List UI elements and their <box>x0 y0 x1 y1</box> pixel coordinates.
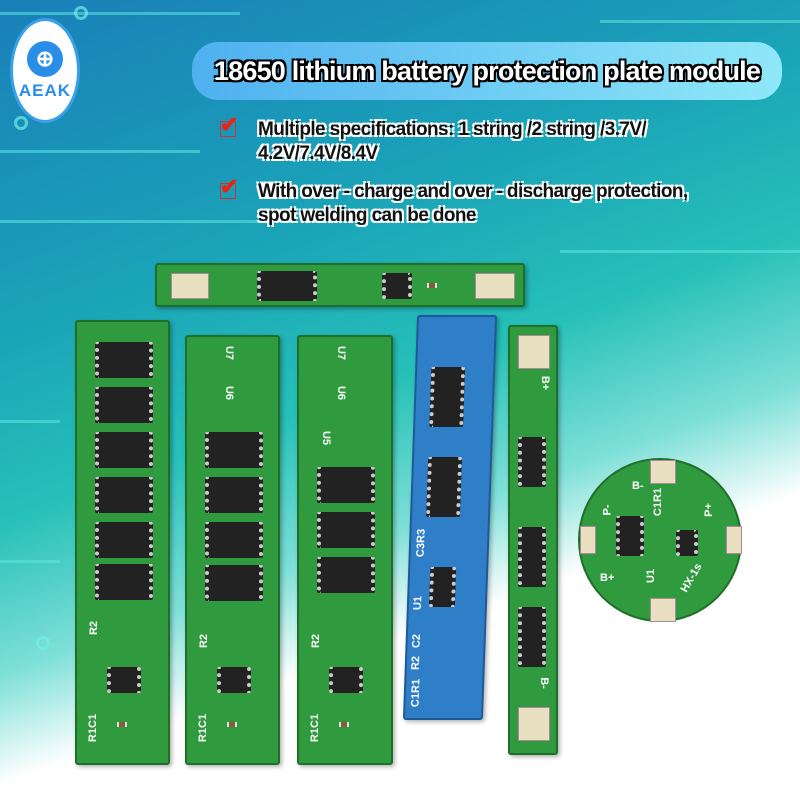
ic-chip <box>95 342 153 378</box>
pcb-board-2: U7 U6 R2 R1C1 <box>185 335 280 765</box>
pcb-board-horizontal <box>155 263 525 307</box>
feature-item: With over - charge and over - discharge … <box>220 174 688 228</box>
silkscreen-label: P- <box>601 504 614 516</box>
ic-chip <box>676 530 698 556</box>
trace-node <box>36 636 50 650</box>
ic-chip <box>317 467 375 503</box>
pcb-board-5: B+ B- <box>508 325 558 755</box>
ic-chip <box>95 432 153 468</box>
smd-component <box>227 722 237 727</box>
ic-chip <box>428 567 457 607</box>
ic-chip <box>95 477 153 513</box>
silkscreen-label: C1R1 <box>409 678 423 708</box>
silkscreen-label: C2 <box>410 633 423 649</box>
ic-chip <box>382 273 412 299</box>
feature-text: spot welding can be done <box>258 205 476 226</box>
trace <box>600 20 800 23</box>
trace <box>0 150 200 153</box>
silkscreen-label: P+ <box>702 503 715 517</box>
ic-chip <box>518 437 546 487</box>
ic-chip <box>95 564 153 600</box>
solder-pad <box>475 273 515 299</box>
pcb-board-round: B- P- P+ C1R1 B+ U1 HX-1s <box>578 458 742 622</box>
pcb-board-1: R2 R1C1 <box>75 320 170 765</box>
ic-chip <box>95 522 153 558</box>
solder-pad <box>518 335 550 369</box>
logo-text: AEAK <box>18 80 72 100</box>
pcb-board-3: U7 U6 U5 R2 R1C1 <box>297 335 393 765</box>
silkscreen-label: C3R3 <box>414 528 428 558</box>
solder-pad <box>726 526 742 554</box>
trace <box>0 420 60 423</box>
solder-pad <box>580 526 596 554</box>
checkmark-icon <box>220 174 238 200</box>
trace <box>0 560 60 563</box>
silkscreen-label: R2 <box>310 633 323 649</box>
silkscreen-label: R1C1 <box>87 713 100 743</box>
silkscreen-label: B+ <box>539 375 552 391</box>
ic-chip <box>107 667 141 693</box>
ic-chip <box>518 527 546 587</box>
ic-chip <box>317 512 375 548</box>
silkscreen-label: U7 <box>335 345 348 361</box>
smd-component <box>117 722 127 727</box>
ic-chip <box>429 367 466 427</box>
feature-text: 4.2V/7.4V/8.4V <box>258 143 378 164</box>
page-title: 18650 lithium battery protection plate m… <box>192 42 782 100</box>
silkscreen-label: B+ <box>600 572 615 584</box>
silkscreen-label: U5 <box>320 430 333 446</box>
silkscreen-label: C1R1 <box>652 487 665 517</box>
smd-component <box>427 283 437 288</box>
ic-chip <box>205 477 263 513</box>
ic-chip <box>317 557 375 593</box>
ic-chip <box>518 607 546 667</box>
solder-pad <box>518 707 550 741</box>
pcb-board-blue: C3R3 U1 C2 R2 C1R1 <box>402 315 498 720</box>
ic-chip <box>205 522 263 558</box>
solder-pad <box>650 460 676 484</box>
silkscreen-label: R2 <box>88 620 101 636</box>
silkscreen-label: R1C1 <box>309 713 322 743</box>
silkscreen-label: U6 <box>335 385 348 401</box>
feature-text: With over - charge and over - discharge … <box>258 181 688 202</box>
silkscreen-label: B- <box>537 677 550 689</box>
silkscreen-label: U1 <box>645 568 658 584</box>
checkmark-icon <box>220 112 238 138</box>
ic-chip <box>257 271 317 301</box>
silkscreen-label: R1C1 <box>197 713 210 743</box>
trace <box>560 250 800 253</box>
feature-text: Multiple specifications: 1 string /2 str… <box>258 119 647 140</box>
feature-item: Multiple specifications: 1 string /2 str… <box>220 112 647 166</box>
ic-chip <box>205 565 263 601</box>
trace <box>0 12 240 15</box>
ic-chip <box>329 667 363 693</box>
ic-chip <box>616 516 644 556</box>
solder-pad <box>650 598 676 622</box>
silkscreen-label: HX-1s <box>678 561 705 595</box>
ic-chip <box>217 667 251 693</box>
smd-component <box>339 722 349 727</box>
ic-chip <box>95 387 153 423</box>
trace-node <box>14 116 28 130</box>
silkscreen-label: U1 <box>411 595 425 611</box>
brand-logo: ⊕ AEAK <box>10 18 80 123</box>
ic-chip <box>426 457 463 517</box>
trace-node <box>74 6 88 20</box>
ic-chip <box>205 432 263 468</box>
silkscreen-label: R2 <box>409 655 423 671</box>
silkscreen-label: B- <box>632 480 644 492</box>
silkscreen-label: U7 <box>223 345 236 361</box>
logo-mark-icon: ⊕ <box>27 40 63 77</box>
solder-pad <box>171 273 209 299</box>
silkscreen-label: R2 <box>198 633 211 649</box>
silkscreen-label: U6 <box>223 385 236 401</box>
trace <box>0 220 260 223</box>
